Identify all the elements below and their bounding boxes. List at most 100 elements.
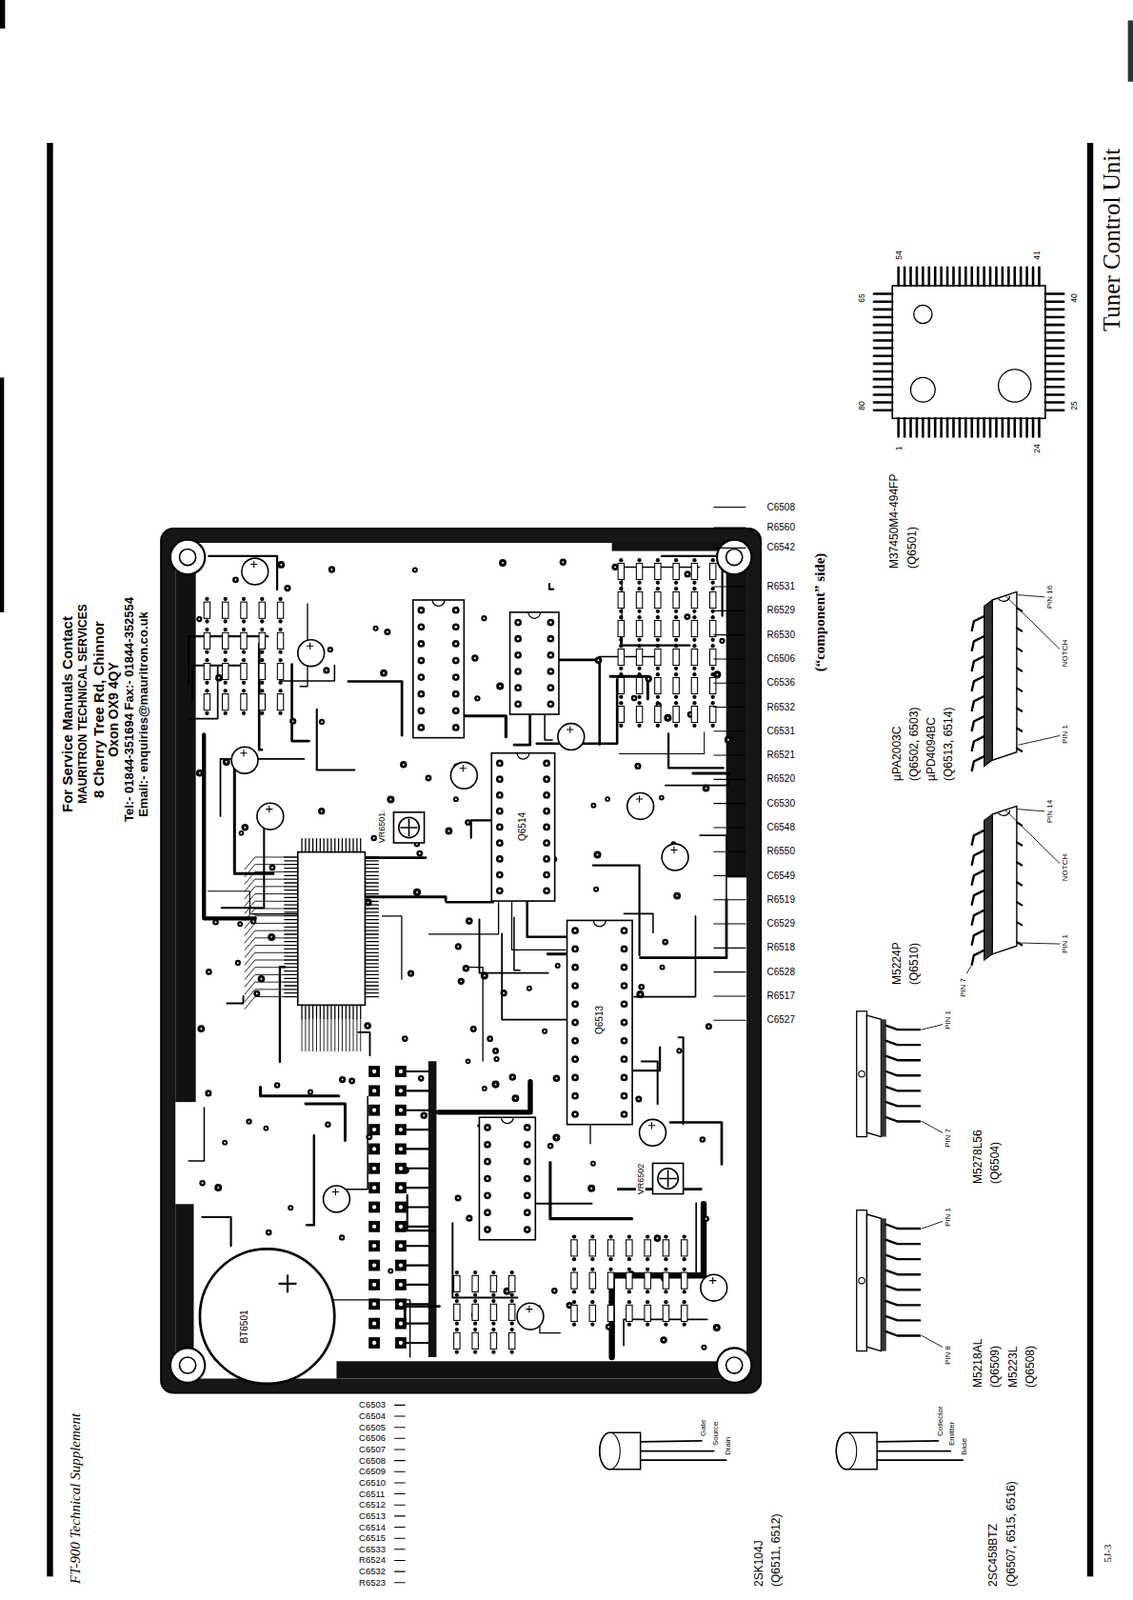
pad-hole: [418, 852, 421, 855]
ic-pin: [304, 1004, 306, 1018]
pad-hole: [607, 1325, 610, 1328]
ic-pad: [452, 622, 460, 631]
pad-hole: [372, 1224, 377, 1229]
callout-label: C6508: [766, 501, 795, 514]
lead-name: Base: [960, 1437, 970, 1455]
qfp-pin: [874, 354, 893, 358]
solder-pad: [674, 643, 678, 648]
solder-pad: [645, 1289, 650, 1293]
resistor-symbol: [655, 591, 661, 608]
sip-pin: [886, 1101, 920, 1106]
pad-hole: [256, 992, 259, 994]
solder-pad: [608, 1256, 613, 1261]
solder-pad: [263, 1125, 270, 1132]
transistor-lead: [876, 1458, 963, 1461]
polarity-mark: [569, 726, 571, 733]
qfp-pin: [952, 417, 955, 437]
solder-pad: [453, 795, 459, 802]
dip-pin: [1016, 841, 1022, 845]
resistor-symbol: [636, 591, 642, 608]
solder-pad: [221, 1139, 228, 1146]
solder-pad: [674, 695, 678, 699]
qfp-pin: [964, 417, 968, 437]
ic-pad: [571, 981, 579, 990]
qfp-pin: [1001, 417, 1005, 437]
qfp-pin: [1045, 377, 1064, 381]
ic-pin: [341, 838, 343, 853]
pad-hole: [561, 560, 564, 563]
pad-hole: [686, 573, 689, 576]
resistor-symbol: [277, 694, 283, 711]
contact-note: Oxon OX9 4QY: [105, 661, 121, 757]
solder-pad: [655, 643, 660, 648]
pad-hole: [574, 1002, 577, 1006]
pad-hole: [574, 1057, 577, 1061]
ic-pad: [417, 673, 426, 681]
qfp-pin: [976, 267, 980, 286]
transistor-body: [599, 1431, 641, 1470]
pad-hole: [207, 1092, 210, 1094]
connector-pad: [368, 1201, 380, 1213]
ic-pin: [349, 838, 351, 853]
solder-pad: [618, 643, 623, 648]
solder-pad: [627, 1289, 632, 1293]
ic-pin: [364, 980, 378, 982]
resistor-symbol: [644, 1304, 651, 1321]
qfp-pin: [874, 385, 893, 389]
solder-pad: [491, 1080, 499, 1089]
copper-trace: [244, 973, 285, 987]
solder-pad: [215, 674, 223, 682]
solder-pad: [486, 1034, 494, 1042]
pad-hole: [545, 825, 549, 829]
leader-line: [714, 994, 746, 996]
ic-pad: [542, 759, 551, 768]
qfp-pin: [1045, 354, 1064, 358]
copper-trace: [405, 1167, 429, 1170]
qfp-pin: [1037, 417, 1041, 437]
copper-trace: [305, 1103, 346, 1141]
copper-trace: [260, 1086, 339, 1095]
solder-pad: [724, 735, 733, 744]
ic-pin: [284, 952, 299, 954]
copper-trace: [312, 1017, 314, 1051]
pad-hole: [389, 798, 392, 801]
leader-line: [395, 1548, 406, 1550]
solder-pad: [363, 1021, 372, 1030]
leader-line: [395, 1570, 406, 1572]
solder-pad: [692, 586, 696, 591]
solder-pad: [473, 1298, 478, 1303]
qfp-pin: [1045, 385, 1064, 389]
solder-pad: [655, 723, 660, 728]
ic-pin: [319, 838, 321, 853]
qfp-pin: [903, 267, 907, 286]
rule-bar: [46, 142, 53, 1576]
pad-hole: [398, 1127, 403, 1132]
part-name: M5278L56: [972, 1129, 986, 1184]
solder-pad: [655, 700, 660, 705]
sip-tab: [858, 1070, 865, 1076]
solder-pad: [627, 1299, 632, 1304]
ic-pin: [364, 911, 378, 913]
callout-label: R6529: [766, 605, 795, 617]
pad-hole: [549, 670, 553, 674]
pad-hole: [549, 654, 553, 657]
pin-number: 65: [857, 293, 868, 302]
solder-pad: [417, 1074, 424, 1081]
connector-pad: [395, 1239, 407, 1252]
ic-pad: [620, 999, 629, 1008]
solder-pad: [618, 672, 623, 676]
qfp-pin: [1045, 299, 1064, 303]
pad-hole: [647, 677, 650, 680]
solder-pad: [692, 643, 696, 648]
part-name: 2SK104J: [753, 1539, 767, 1587]
resistor-symbol: [258, 694, 265, 711]
copper-trace: [438, 1081, 531, 1113]
ic-pin: [284, 933, 299, 935]
solder-pad: [198, 1179, 205, 1186]
pin-name: PIN 1: [1061, 724, 1071, 744]
solder-pad: [307, 1089, 314, 1095]
solder-pad: [278, 688, 282, 693]
dip-pin: [972, 715, 985, 731]
resistor-symbol: [454, 1331, 460, 1349]
resistor-symbol: [691, 591, 697, 608]
